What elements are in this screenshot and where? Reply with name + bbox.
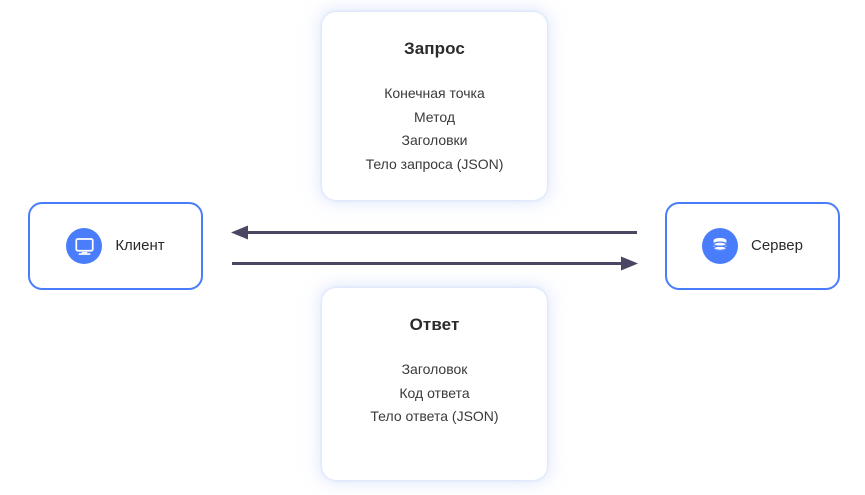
client-node-label: Клиент (115, 237, 165, 254)
request-card-line-body: Тело запроса (JSON) (365, 155, 504, 172)
monitor-icon (66, 228, 103, 264)
request-arrow (232, 256, 638, 271)
response-card-line-header: Заголовок (401, 361, 468, 377)
database-icon (701, 228, 738, 264)
response-card-line-status-code: Код ответа (399, 384, 470, 401)
response-card: Ответ Заголовок Код ответа Тело ответа (… (322, 288, 547, 480)
response-card-line-body: Тело ответа (JSON) (370, 408, 499, 424)
request-card-title: Запрос (404, 39, 465, 58)
server-node-label: Сервер (750, 237, 803, 254)
response-arrow (231, 225, 637, 240)
request-card-line-method: Метод (413, 108, 456, 125)
request-card-line-endpoint: Конечная точка (384, 85, 485, 101)
request-card: Запрос Конечная точка Метод Заголовки Те… (322, 12, 547, 200)
response-card-title: Ответ (409, 315, 460, 334)
client-node: Клиент (28, 202, 203, 290)
server-node: Сервер (665, 202, 840, 290)
request-card-line-headers: Заголовки (401, 132, 468, 148)
